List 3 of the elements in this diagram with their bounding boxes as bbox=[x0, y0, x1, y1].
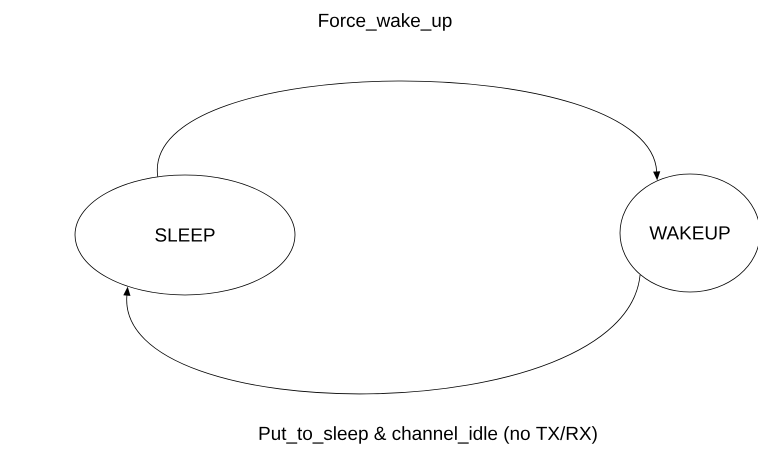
transition-arrow bbox=[123, 274, 640, 394]
edge-label: Put_to_sleep & channel_idle (no TX/RX) bbox=[260, 426, 597, 444]
edge-label: Force_wake_up bbox=[319, 13, 452, 31]
